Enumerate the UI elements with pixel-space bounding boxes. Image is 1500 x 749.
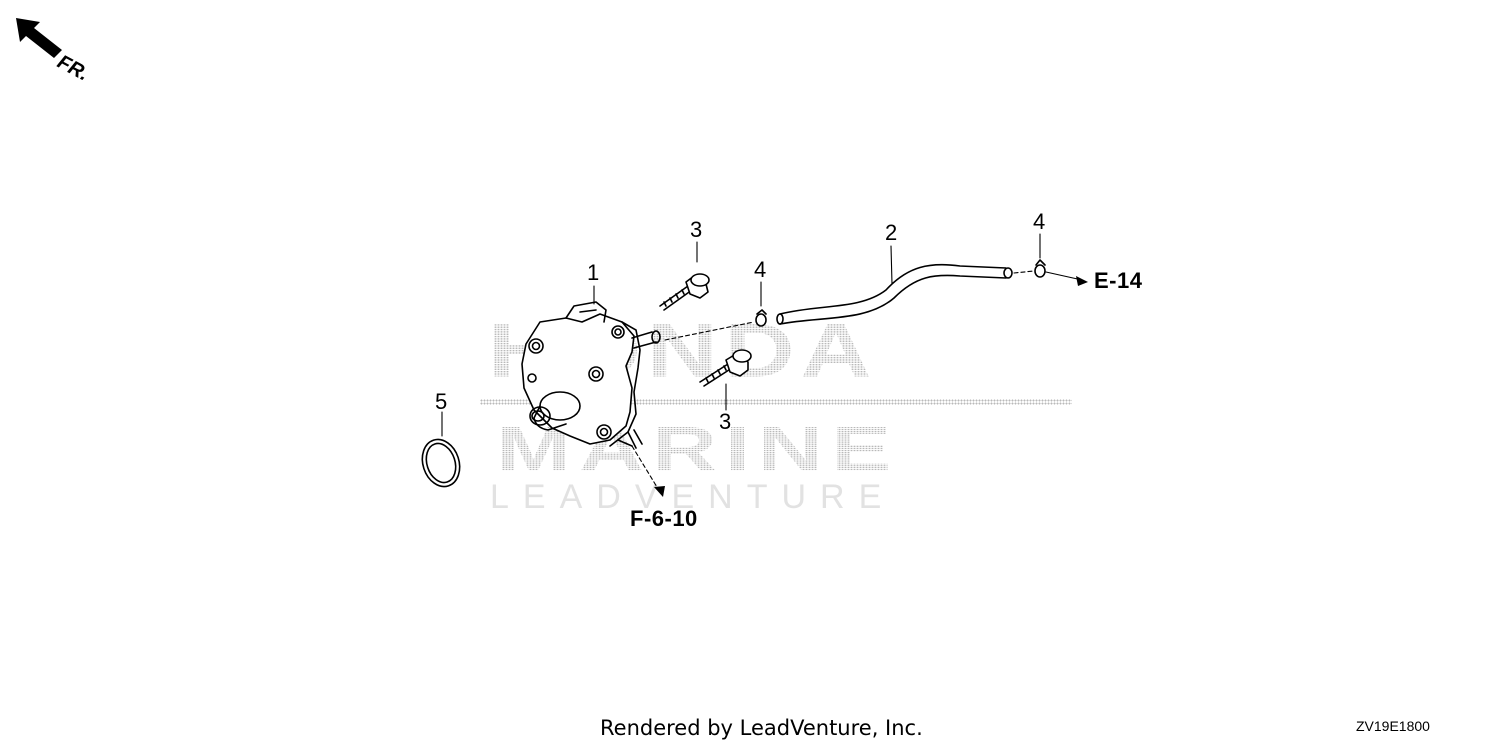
- watermark-leadventure: LEADVENTURE: [490, 478, 896, 516]
- watermark-divider: [480, 399, 1072, 405]
- flow-arrow-icon: [1076, 276, 1088, 286]
- callout-2: 2: [885, 220, 898, 245]
- front-direction-arrow-icon: FR.: [16, 18, 92, 80]
- callout-3-lower: 3: [719, 409, 732, 434]
- part-2-hose: [776, 263, 1013, 325]
- reference-f-6-10[interactable]: F-6-10: [630, 506, 698, 531]
- part-4-clip-middle: [755, 309, 767, 327]
- callout-5: 5: [435, 389, 448, 414]
- part-1-pump-housing: [521, 301, 661, 449]
- part-4-clip-right: [1034, 259, 1046, 278]
- callout-1: 1: [587, 260, 600, 285]
- callout-3-upper: 3: [690, 217, 703, 242]
- diagram-code: ZV19E1800: [1356, 718, 1430, 734]
- part-5-o-ring: [421, 438, 461, 488]
- part-3-bolt-lower: [699, 349, 752, 387]
- reference-e-14[interactable]: E-14: [1094, 268, 1143, 293]
- callout-4-middle: 4: [754, 257, 767, 282]
- footer-credit: Rendered by LeadVenture, Inc.: [600, 716, 923, 740]
- flow-arrow-icon: [654, 486, 665, 497]
- callout-4-right: 4: [1033, 209, 1046, 234]
- part-3-bolt-upper: [659, 273, 710, 311]
